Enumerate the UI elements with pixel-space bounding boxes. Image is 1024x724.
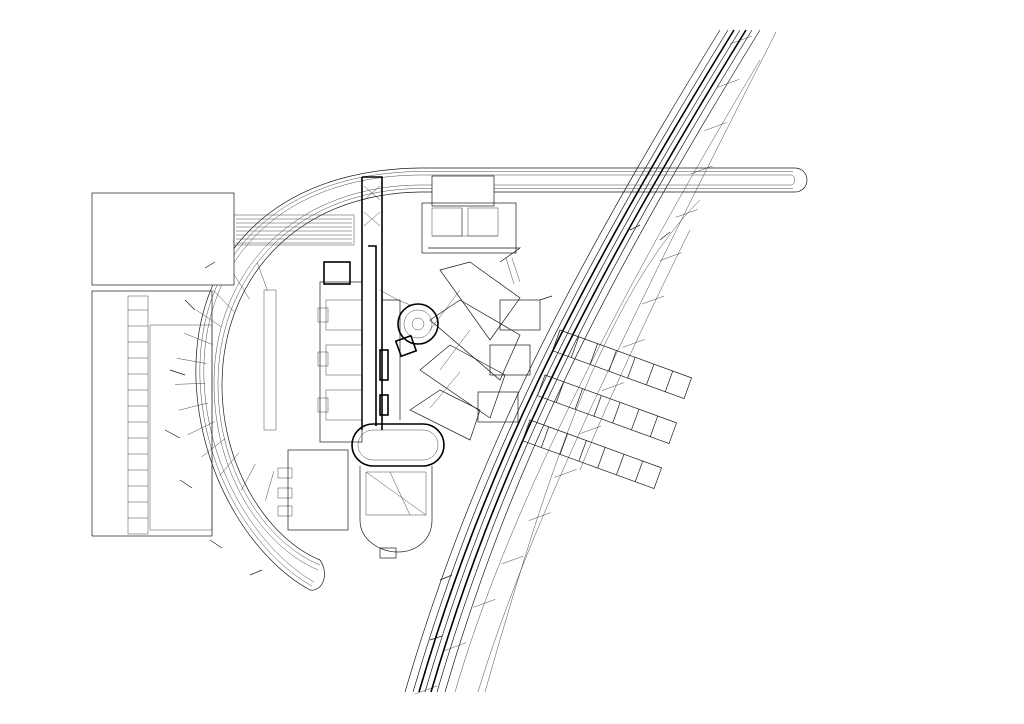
deck-rung bbox=[612, 402, 621, 424]
rail-tie bbox=[554, 469, 577, 478]
rail-tie bbox=[690, 165, 713, 175]
rail-tie bbox=[622, 339, 645, 348]
oval-hall bbox=[351, 423, 445, 467]
site-tick bbox=[204, 261, 216, 269]
deck-rung bbox=[608, 350, 617, 372]
ladder-deck bbox=[522, 419, 663, 490]
deck-rung bbox=[540, 426, 550, 448]
walkway-rib bbox=[241, 463, 256, 491]
site-tick bbox=[439, 574, 453, 581]
site-markers bbox=[164, 224, 671, 641]
site-tick bbox=[629, 224, 641, 231]
site-tick bbox=[659, 231, 671, 241]
deck-rung bbox=[578, 440, 587, 462]
deck-rung bbox=[570, 336, 580, 358]
deck-rung bbox=[664, 370, 674, 392]
walkway-rib bbox=[213, 289, 235, 312]
deck-rung bbox=[616, 454, 625, 475]
deck-rung bbox=[593, 395, 602, 417]
walkway-rib bbox=[184, 332, 213, 345]
deck-rung bbox=[589, 343, 598, 365]
railway-ties bbox=[414, 35, 753, 695]
deck-rung bbox=[646, 364, 655, 385]
deck-rung bbox=[631, 409, 640, 430]
deck-rung bbox=[555, 381, 565, 403]
site-tick bbox=[179, 479, 193, 489]
site-tick bbox=[184, 299, 196, 311]
lower-capsule-building bbox=[277, 449, 433, 559]
site-tick bbox=[249, 569, 263, 576]
walkway-rib bbox=[187, 421, 215, 435]
rail-tie bbox=[444, 642, 467, 651]
walkway-rib bbox=[265, 471, 275, 501]
site-tick bbox=[169, 369, 186, 376]
site-tick bbox=[429, 635, 443, 641]
circular-stair-tower bbox=[379, 289, 439, 358]
central-spine bbox=[317, 176, 401, 443]
site-tick bbox=[164, 429, 181, 439]
railway-corridor bbox=[404, 29, 777, 693]
rail-tie bbox=[675, 209, 698, 218]
deck-outline bbox=[537, 374, 678, 445]
rail-tie bbox=[704, 122, 727, 131]
left-block-upper bbox=[91, 192, 355, 286]
walkway-rib bbox=[178, 402, 208, 411]
site-tick bbox=[539, 295, 553, 301]
rail-tie bbox=[717, 79, 740, 88]
rail-tie bbox=[601, 382, 624, 391]
deck-rung bbox=[597, 447, 606, 469]
curved-walkway bbox=[175, 167, 808, 591]
deck-rung bbox=[634, 460, 644, 482]
deck-rung bbox=[574, 388, 583, 410]
deck-rung bbox=[649, 415, 659, 437]
deck-outline bbox=[552, 329, 693, 400]
walkway-rib bbox=[233, 273, 250, 300]
walkway-rib bbox=[257, 262, 268, 291]
rail-tie bbox=[641, 295, 665, 305]
ladder-deck bbox=[552, 329, 693, 400]
rail-tie bbox=[528, 512, 551, 521]
rail-tie bbox=[473, 599, 496, 608]
left-block-lower bbox=[91, 289, 277, 537]
fan-wings bbox=[409, 261, 541, 441]
rail-tie bbox=[578, 425, 602, 435]
walkway-rib bbox=[175, 383, 206, 385]
rail-tie bbox=[414, 685, 438, 695]
walkway-rib bbox=[201, 438, 226, 458]
top-pavilion bbox=[421, 175, 522, 285]
ladder-deck bbox=[537, 374, 678, 445]
rail-tie bbox=[501, 555, 524, 565]
walkway-rib bbox=[176, 358, 207, 364]
rail-tie bbox=[659, 252, 682, 261]
site-tick bbox=[209, 539, 223, 549]
deck-rung bbox=[627, 357, 636, 379]
ladder-decks bbox=[522, 329, 693, 490]
rail-tie bbox=[729, 35, 753, 45]
deck-outline bbox=[522, 419, 663, 490]
deck-rung bbox=[559, 433, 568, 455]
walkway-rib bbox=[196, 309, 222, 328]
walkway-rib bbox=[219, 452, 240, 476]
